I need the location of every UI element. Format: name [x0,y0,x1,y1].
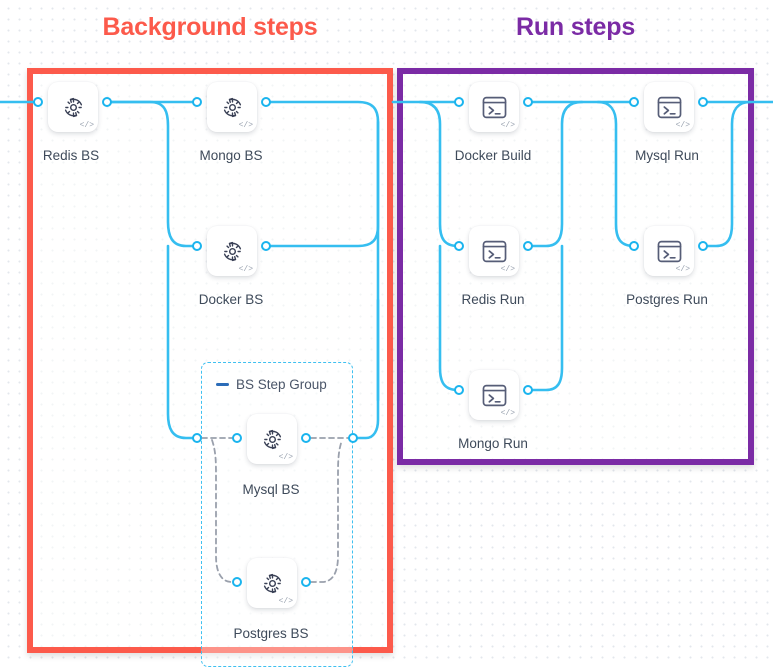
port-group-out[interactable] [348,433,358,443]
port-mongo-bs-out[interactable] [261,97,271,107]
service-gear-icon [259,570,286,597]
node-postgres-run[interactable]: </> [644,226,694,276]
service-gear-icon [60,94,87,121]
port-redis-bs-out[interactable] [102,97,112,107]
region-title-run-steps: Run steps [515,13,636,41]
node-redis-run[interactable]: </> [469,226,519,276]
node-postgres-bs[interactable]: </> [247,558,297,608]
node-label-docker-bs: Docker BS [198,292,264,307]
node-label-mysql-run: Mysql Run [635,148,699,163]
code-badge-icon[interactable]: </> [500,265,515,274]
node-docker-build[interactable]: </> [469,82,519,132]
node-mysql-bs[interactable]: </> [247,414,297,464]
port-mysql-run-out[interactable] [698,97,708,107]
port-mysql-bs-out[interactable] [301,433,311,443]
bs-step-group-header[interactable]: BS Step Group [216,377,327,392]
port-group-in[interactable] [192,433,202,443]
node-label-redis-run: Redis Run [461,292,525,307]
node-label-mongo-run: Mongo Run [458,436,528,451]
code-badge-icon[interactable]: </> [675,121,690,130]
terminal-icon [656,238,683,265]
terminal-icon [481,382,508,409]
port-postgres-run-in[interactable] [629,241,639,251]
code-badge-icon[interactable]: </> [675,265,690,274]
port-docker-bs-in[interactable] [192,241,202,251]
node-mongo-run[interactable]: </> [469,370,519,420]
region-run-steps [397,68,754,465]
code-badge-icon[interactable]: </> [79,121,94,130]
region-title-background-steps: Background steps [102,13,318,41]
code-badge-icon[interactable]: </> [500,121,515,130]
port-postgres-bs-in[interactable] [232,577,242,587]
port-postgres-bs-out[interactable] [301,577,311,587]
port-mysql-bs-in[interactable] [232,433,242,443]
terminal-icon [481,94,508,121]
port-redis-run-out[interactable] [523,241,533,251]
node-mysql-run[interactable]: </> [644,82,694,132]
port-redis-bs-in[interactable] [33,97,43,107]
bs-step-group[interactable]: BS Step Group [201,362,353,667]
node-label-redis-bs: Redis BS [42,148,100,163]
node-label-mysql-bs: Mysql BS [242,482,300,497]
code-badge-icon[interactable]: </> [238,265,253,274]
port-mysql-run-in[interactable] [629,97,639,107]
terminal-icon [656,94,683,121]
code-badge-icon[interactable]: </> [238,121,253,130]
port-postgres-run-out[interactable] [698,241,708,251]
code-badge-icon[interactable]: </> [278,597,293,606]
service-gear-icon [259,426,286,453]
service-gear-icon [219,94,246,121]
port-docker-bs-out[interactable] [261,241,271,251]
node-label-docker-build: Docker Build [454,148,532,163]
node-docker-bs[interactable]: </> [207,226,257,276]
code-badge-icon[interactable]: </> [500,409,515,418]
terminal-icon [481,238,508,265]
code-badge-icon[interactable]: </> [278,453,293,462]
port-mongo-run-in[interactable] [454,385,464,395]
service-gear-icon [219,238,246,265]
node-redis-bs[interactable]: </> [48,82,98,132]
minus-icon[interactable] [216,383,229,386]
port-docker-build-out[interactable] [523,97,533,107]
node-mongo-bs[interactable]: </> [207,82,257,132]
port-mongo-bs-in[interactable] [192,97,202,107]
node-label-mongo-bs: Mongo BS [199,148,263,163]
port-redis-run-in[interactable] [454,241,464,251]
port-docker-build-in[interactable] [454,97,464,107]
bs-step-group-label: BS Step Group [236,377,327,392]
node-label-postgres-bs: Postgres BS [233,626,309,641]
port-mongo-run-out[interactable] [523,385,533,395]
node-label-postgres-run: Postgres Run [626,292,708,307]
